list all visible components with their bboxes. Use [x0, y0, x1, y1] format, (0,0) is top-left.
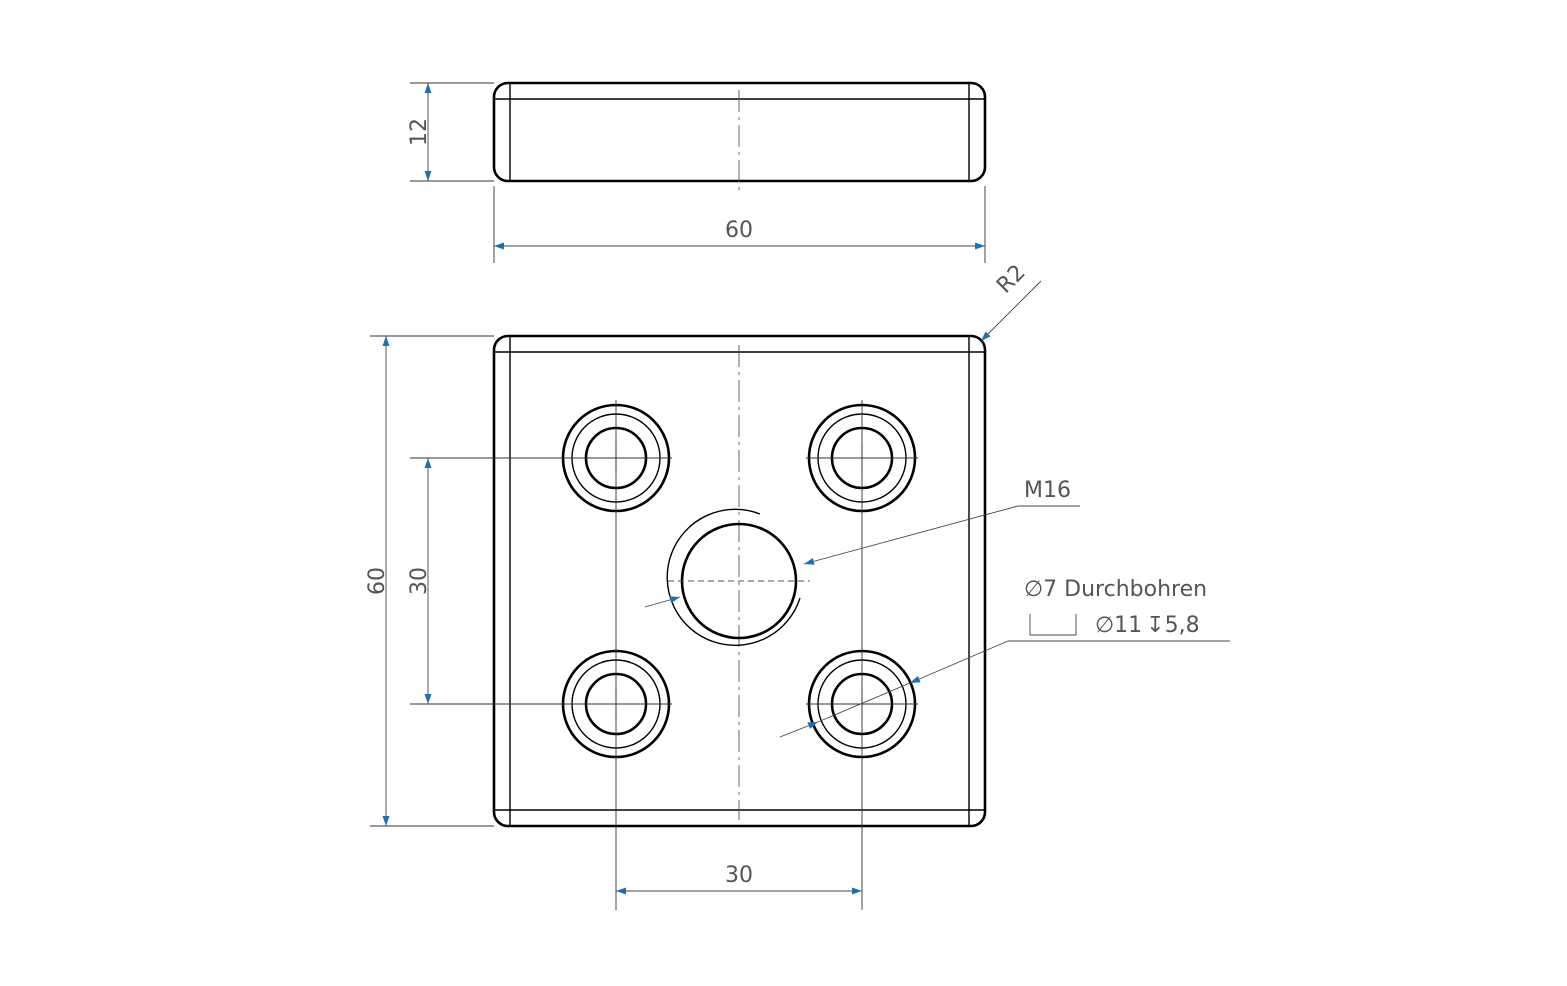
counterbore-depth: 5,8: [1165, 613, 1200, 638]
side-view-outline: [492, 81, 987, 183]
side-view: 12 60: [407, 81, 987, 263]
plate-outline: [492, 334, 987, 828]
counterbore-diameter: 11: [1114, 613, 1142, 638]
corner-radius-label: R2: [992, 260, 1030, 298]
counterbore-symbol: [1029, 614, 1077, 636]
radius-leader-line: [980, 280, 1042, 342]
top-height-label: 60: [365, 567, 390, 595]
threaded-hole-center: [666, 508, 810, 646]
side-height-label: 12: [407, 118, 432, 146]
counterbore-diameter-symbol: ∅: [1095, 613, 1114, 638]
hole-spacing-horizontal-label: 30: [725, 863, 753, 888]
hole-leader-tail: [779, 721, 819, 738]
top-view: R2 60 30 30 M16 ∅7 Durchbohren ∅11↧5,8: [365, 260, 1230, 910]
hole-spacing-vertical-label: 30: [407, 567, 432, 595]
thread-leader-tail: [644, 596, 681, 608]
diameter-symbol: ∅: [1024, 577, 1043, 602]
hole-leader-line: [909, 640, 1009, 684]
depth-symbol: ↧: [1146, 613, 1164, 638]
thread-leader-line: [803, 505, 1019, 565]
side-width-label: 60: [725, 218, 753, 243]
hole-callout-through-text: 7 Durchbohren: [1043, 577, 1207, 602]
thread-label: M16: [1024, 478, 1071, 503]
hole-callout-line1: ∅7 Durchbohren: [1024, 577, 1207, 602]
hole-callout-line2: ∅11↧5,8: [1095, 613, 1200, 638]
hole-leader-inner: [817, 682, 911, 723]
